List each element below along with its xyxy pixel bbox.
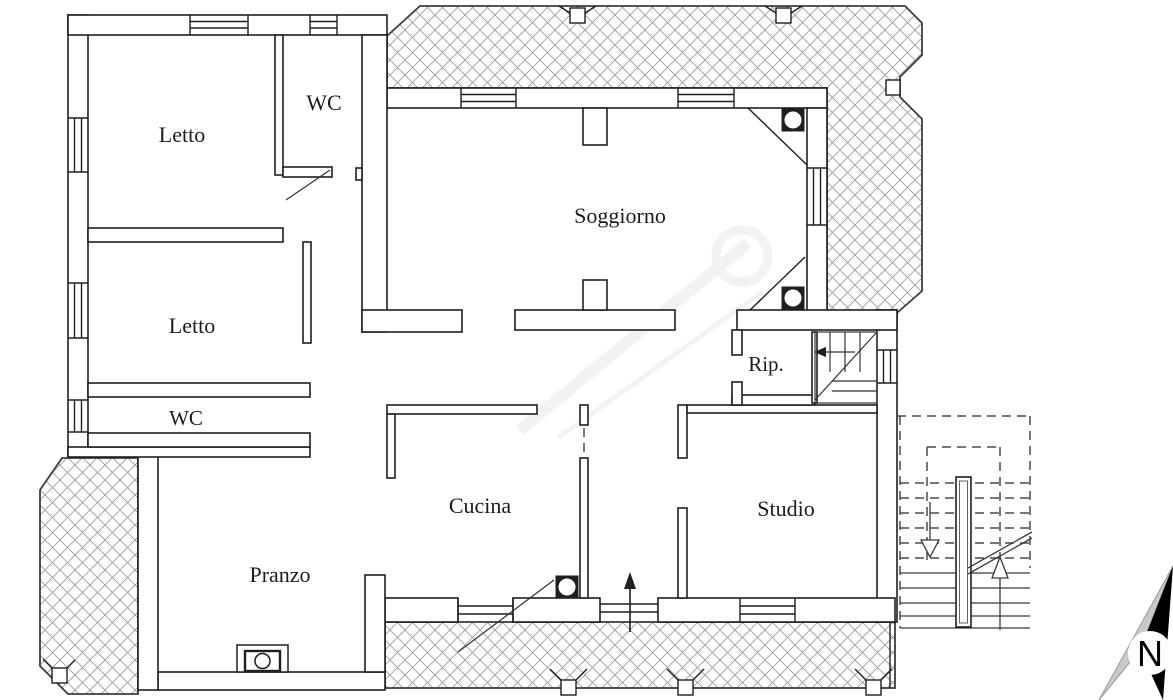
- wall-segment: [677, 404, 688, 459]
- room-label-letto-2: Letto: [169, 313, 215, 338]
- wall-segment: [582, 279, 608, 311]
- wall-segment: [657, 597, 896, 623]
- wall-segment: [274, 34, 284, 176]
- internal-staircase: [814, 331, 878, 404]
- wall-segment: [514, 309, 676, 331]
- parapet-posts: [42, 5, 901, 696]
- wall-segment: [282, 166, 333, 178]
- window-icon: [189, 15, 249, 35]
- wall-segment: [87, 382, 311, 398]
- post: [51, 667, 68, 684]
- window-icon: [807, 167, 827, 226]
- post: [569, 7, 586, 24]
- external-staircase: [897, 415, 1033, 630]
- wall-segment: [67, 14, 388, 36]
- window-icon: [68, 399, 88, 433]
- wall-segment: [67, 14, 89, 458]
- terrace-left: [39, 457, 139, 695]
- wall-segment: [731, 381, 743, 406]
- stair-up-arrow-icon: [991, 555, 1009, 630]
- room-label-pranzo: Pranzo: [249, 562, 310, 587]
- window-icon: [457, 598, 514, 622]
- stair-down-arrow-icon: [919, 502, 941, 559]
- compass-label: N: [1137, 633, 1163, 674]
- terraces: [39, 5, 923, 696]
- column-icon: [555, 575, 579, 599]
- wall-segment: [582, 107, 608, 146]
- wall-segment: [579, 404, 589, 426]
- column-icon: [781, 286, 805, 310]
- wall-segment: [361, 34, 388, 333]
- wall-segment: [87, 432, 311, 448]
- stair-outline: [814, 331, 878, 404]
- terrace-top: [386, 5, 923, 313]
- north-arrow-icon: N: [1098, 565, 1173, 700]
- wall-segment: [686, 404, 878, 414]
- walls: [67, 14, 898, 691]
- wall-segment: [386, 404, 538, 415]
- door-swing: [285, 169, 331, 201]
- wall-segment: [579, 457, 589, 599]
- wall-segment: [806, 107, 828, 313]
- post: [775, 7, 792, 24]
- corner-wall-face: [749, 256, 806, 311]
- room-label-wc-2: WC: [169, 406, 203, 430]
- door-swing: [457, 579, 555, 653]
- room-label-cucina: Cucina: [449, 493, 512, 518]
- watermark: [516, 225, 773, 441]
- post: [865, 679, 882, 696]
- stair-diagonal: [814, 332, 877, 401]
- window-icon: [677, 88, 735, 108]
- stair-stringer: [955, 476, 972, 628]
- wall-segment: [302, 241, 312, 344]
- room-labels: Letto WC Letto WC Soggiorno Rip. Cucina …: [159, 90, 815, 587]
- wall-segment: [386, 87, 828, 109]
- wall-segment: [876, 309, 898, 623]
- columns: [555, 108, 805, 599]
- post: [677, 679, 694, 696]
- windows: [68, 15, 897, 622]
- wall-segment: [677, 507, 688, 599]
- wall-segment: [736, 309, 898, 331]
- window-icon: [68, 117, 88, 173]
- wall-segment: [87, 227, 284, 243]
- corner-wall-face: [747, 107, 808, 166]
- room-label-wc-1: WC: [306, 90, 341, 115]
- wall-segment: [364, 574, 386, 673]
- window-icon: [877, 349, 897, 384]
- post: [560, 679, 577, 696]
- window-icon: [68, 282, 88, 339]
- entry-threshold: [600, 603, 658, 613]
- entry-arrow-icon: [624, 572, 636, 632]
- wall-segment: [386, 413, 396, 479]
- stair-direction-arrow-icon: [814, 347, 855, 357]
- window-icon: [309, 15, 338, 35]
- window-icon: [739, 598, 796, 622]
- fireplace-icon: [236, 644, 289, 673]
- wall-segment: [157, 671, 386, 691]
- window-icon: [460, 88, 517, 108]
- wall-segment: [67, 446, 311, 458]
- room-label-letto-1: Letto: [159, 122, 205, 147]
- wall-segment: [361, 309, 463, 333]
- room-label-soggiorno: Soggiorno: [574, 203, 666, 228]
- wall-segment: [355, 167, 363, 181]
- wall-segment: [384, 597, 459, 623]
- column-icon: [781, 108, 805, 132]
- wall-segment: [731, 394, 816, 406]
- wall-segment: [512, 597, 601, 623]
- wall-segment: [137, 454, 159, 691]
- terrace-bottom: [384, 621, 896, 689]
- room-label-studio: Studio: [757, 496, 814, 521]
- wall-segment: [731, 329, 743, 356]
- room-label-rip: Rip.: [748, 352, 784, 376]
- door-swings: [285, 169, 585, 653]
- post: [885, 79, 901, 96]
